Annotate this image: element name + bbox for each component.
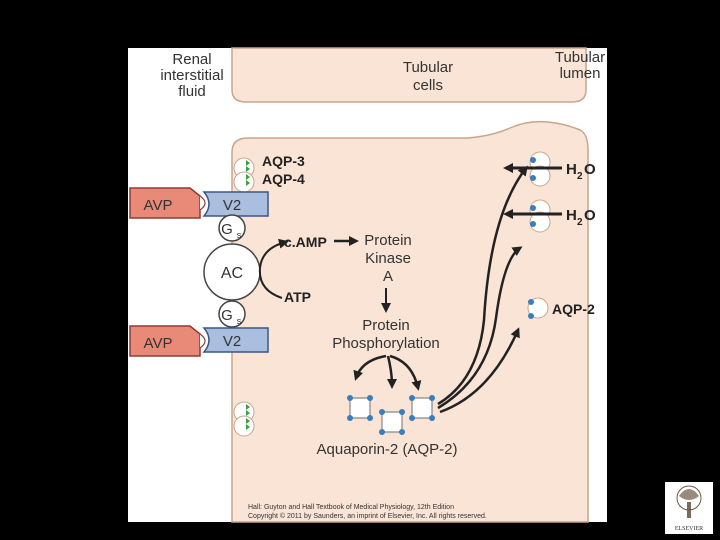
svg-text:H: H xyxy=(566,207,577,224)
svg-text:Tubular: Tubular xyxy=(403,59,453,76)
aqp3-aqp4-channel-lower xyxy=(233,401,255,437)
aqp2-vesicles xyxy=(347,395,435,435)
svg-text:cells: cells xyxy=(413,77,443,94)
aqp2-label: AQP-2 xyxy=(552,301,595,317)
adenylyl-cyclase: AC xyxy=(203,243,261,301)
protein-kinase-a-label: Protein Kinase A xyxy=(364,232,412,285)
camp-label: c.AMP xyxy=(284,234,327,250)
v2-receptor-top xyxy=(202,191,269,217)
svg-text:A: A xyxy=(383,268,393,285)
renal-interstitial-label: Renal interstitial fluid xyxy=(160,51,223,100)
svg-text:s: s xyxy=(237,230,242,240)
svg-text:Renal: Renal xyxy=(172,51,211,68)
svg-text:fluid: fluid xyxy=(178,83,206,100)
aqp2-vesicle xyxy=(349,397,433,433)
svg-text:Tubular: Tubular xyxy=(555,49,605,66)
h2o-label-bottom: H 2 O xyxy=(566,207,596,228)
svg-text:2: 2 xyxy=(577,171,583,182)
avp-v2-complex-top: AVP V2 xyxy=(129,187,269,219)
upper-tubular-cell xyxy=(231,47,587,103)
phosphorylation-to-vesicles-arrows xyxy=(353,354,422,391)
svg-text:lumen: lumen xyxy=(560,65,601,82)
v2-receptor-bottom xyxy=(202,327,269,353)
atp-label: ATP xyxy=(284,289,311,305)
avp-v2-complex-bottom: AVP V2 xyxy=(129,325,269,357)
tubular-cells-label: Tubular cells xyxy=(403,59,453,94)
avp-label-bottom: AVP xyxy=(144,335,173,352)
svg-text:H: H xyxy=(566,161,577,178)
svg-text:Copyright © 2011 by Saunders,: Copyright © 2011 by Saunders, an imprint… xyxy=(248,512,487,520)
tree-icon xyxy=(676,485,702,518)
copyright-credit: Hall: Guyton and Hall Textbook of Medica… xyxy=(248,504,487,520)
svg-text:Kinase: Kinase xyxy=(365,250,411,267)
v2-label-bottom: V2 xyxy=(223,333,241,350)
svg-text:O: O xyxy=(584,161,596,178)
svg-text:O: O xyxy=(584,207,596,224)
gs-protein-top: G s xyxy=(218,214,246,242)
svg-text:Hall: Guyton and Hall Textbook: Hall: Guyton and Hall Textbook of Medica… xyxy=(248,504,454,511)
tubular-lumen-label: Tubular lumen xyxy=(555,49,605,82)
aqp4-label: AQP-4 xyxy=(262,171,305,187)
vesicle-to-membrane-arrows xyxy=(437,165,528,414)
svg-text:G: G xyxy=(221,221,233,238)
publisher-logo: ELSEVIER xyxy=(665,482,713,534)
aqp3-aqp4-channel xyxy=(233,157,255,193)
svg-text:AC: AC xyxy=(221,265,243,282)
svg-text:Phosphorylation: Phosphorylation xyxy=(332,335,440,352)
svg-text:s: s xyxy=(237,316,242,326)
svg-text:interstitial: interstitial xyxy=(160,67,223,84)
gs-protein-bottom: G s xyxy=(218,300,246,328)
protein-phosphorylation-label: Protein Phosphorylation xyxy=(332,317,440,352)
aquaporin-label: Aquaporin-2 (AQP-2) xyxy=(317,441,458,458)
svg-text:Protein: Protein xyxy=(362,317,410,334)
aqp3-label: AQP-3 xyxy=(262,153,305,169)
svg-text:Protein: Protein xyxy=(364,232,412,249)
atp-to-camp-arrow xyxy=(258,238,289,299)
h2o-label-top: H 2 O xyxy=(566,161,596,182)
v2-label-top: V2 xyxy=(223,197,241,214)
avp-label-top: AVP xyxy=(144,197,173,214)
svg-text:2: 2 xyxy=(577,217,583,228)
svg-text:G: G xyxy=(221,307,233,324)
